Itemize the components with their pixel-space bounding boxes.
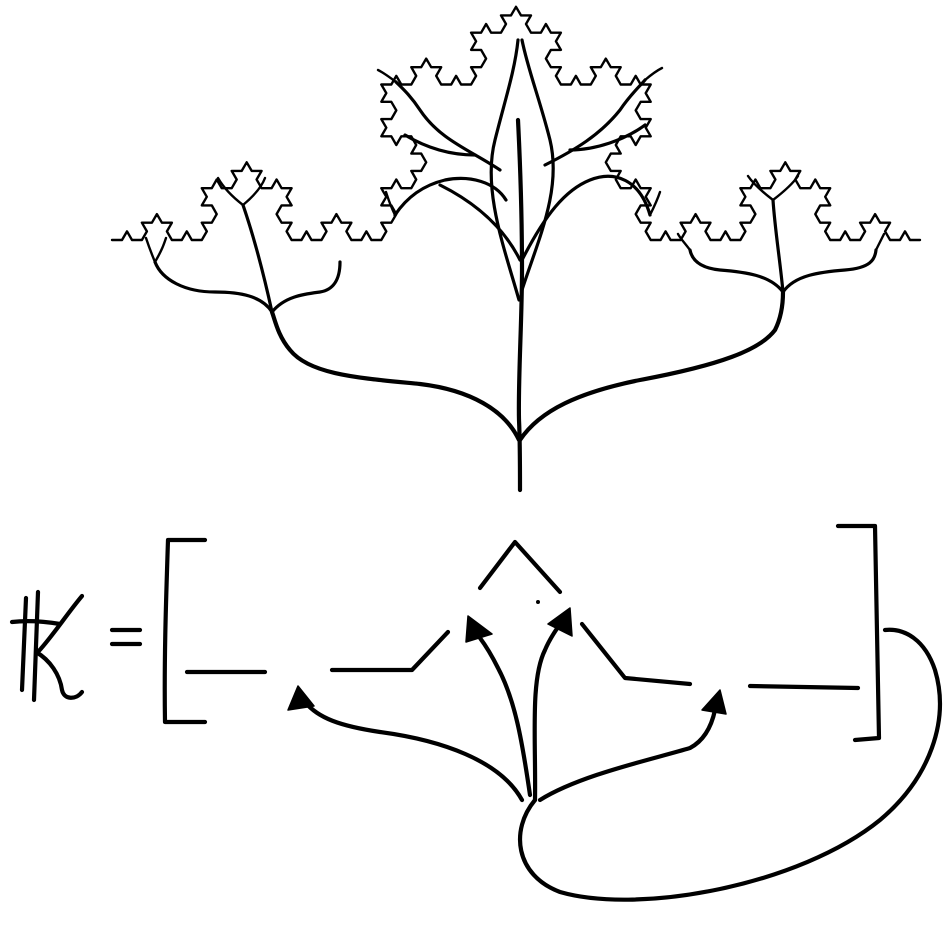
- subtree-right-stem: [688, 248, 785, 294]
- branch-upper-left: [394, 80, 502, 172]
- k-symbol-stroke-1: [19, 595, 29, 693]
- twig: [874, 232, 886, 252]
- segment-5: [747, 683, 861, 691]
- koch-curve-outline: [110, 5, 922, 242]
- twig: [648, 190, 662, 217]
- twig: [746, 174, 775, 202]
- subtree-left-stem-3: [241, 203, 274, 314]
- subtree-right-stem-3: [771, 198, 785, 294]
- arrowhead-4: [701, 689, 727, 715]
- segment-4: [579, 621, 693, 687]
- subtree-right-stem-2: [781, 248, 878, 294]
- fractal-tree: [110, 5, 922, 493]
- branch-mid-right: [520, 174, 652, 262]
- twig: [676, 232, 692, 252]
- branch-mid-left-2: [438, 183, 522, 262]
- arrow-curve-4: [537, 707, 718, 803]
- central-lobe-right: [520, 38, 555, 292]
- twig: [384, 190, 397, 217]
- twig: [241, 176, 267, 207]
- generator-bracket: [162, 523, 942, 902]
- segment-2: [329, 629, 451, 673]
- arrow-curve-1: [302, 699, 525, 803]
- twig: [153, 236, 168, 264]
- tree-branch-right: [517, 289, 786, 443]
- twig: [643, 66, 664, 82]
- tree-branch-left: [269, 309, 522, 443]
- feedback-loop: [517, 627, 942, 902]
- twig: [376, 68, 398, 84]
- arrowhead-1: [287, 685, 315, 711]
- dot-mark: [536, 600, 540, 604]
- branch-upper-right: [543, 78, 647, 167]
- branch-upper-right-2: [568, 123, 647, 152]
- arrow-curve-3: [532, 621, 563, 803]
- subtree-left-stem-2: [270, 260, 342, 314]
- arrowhead-2: [465, 615, 493, 643]
- branch-upper-left-2: [403, 133, 477, 157]
- twig: [144, 236, 157, 264]
- subtree-left-stem: [153, 260, 274, 314]
- right-bracket: [835, 523, 882, 743]
- left-bracket: [162, 537, 208, 725]
- equation-label: [9, 589, 143, 703]
- twig: [771, 174, 800, 202]
- branch-mid-left: [393, 176, 508, 217]
- twig: [216, 176, 245, 207]
- segment-3-peak: [477, 539, 563, 595]
- k-symbol-stroke-2: [31, 589, 41, 703]
- k-symbol-arm-upper: [33, 593, 85, 657]
- k-symbol-arm-lower: [33, 649, 85, 700]
- arrow-curve-2: [477, 635, 533, 798]
- central-lobe-left: [489, 38, 521, 302]
- arrowhead-3: [547, 607, 573, 637]
- k-symbol-crossbar: [9, 619, 63, 627]
